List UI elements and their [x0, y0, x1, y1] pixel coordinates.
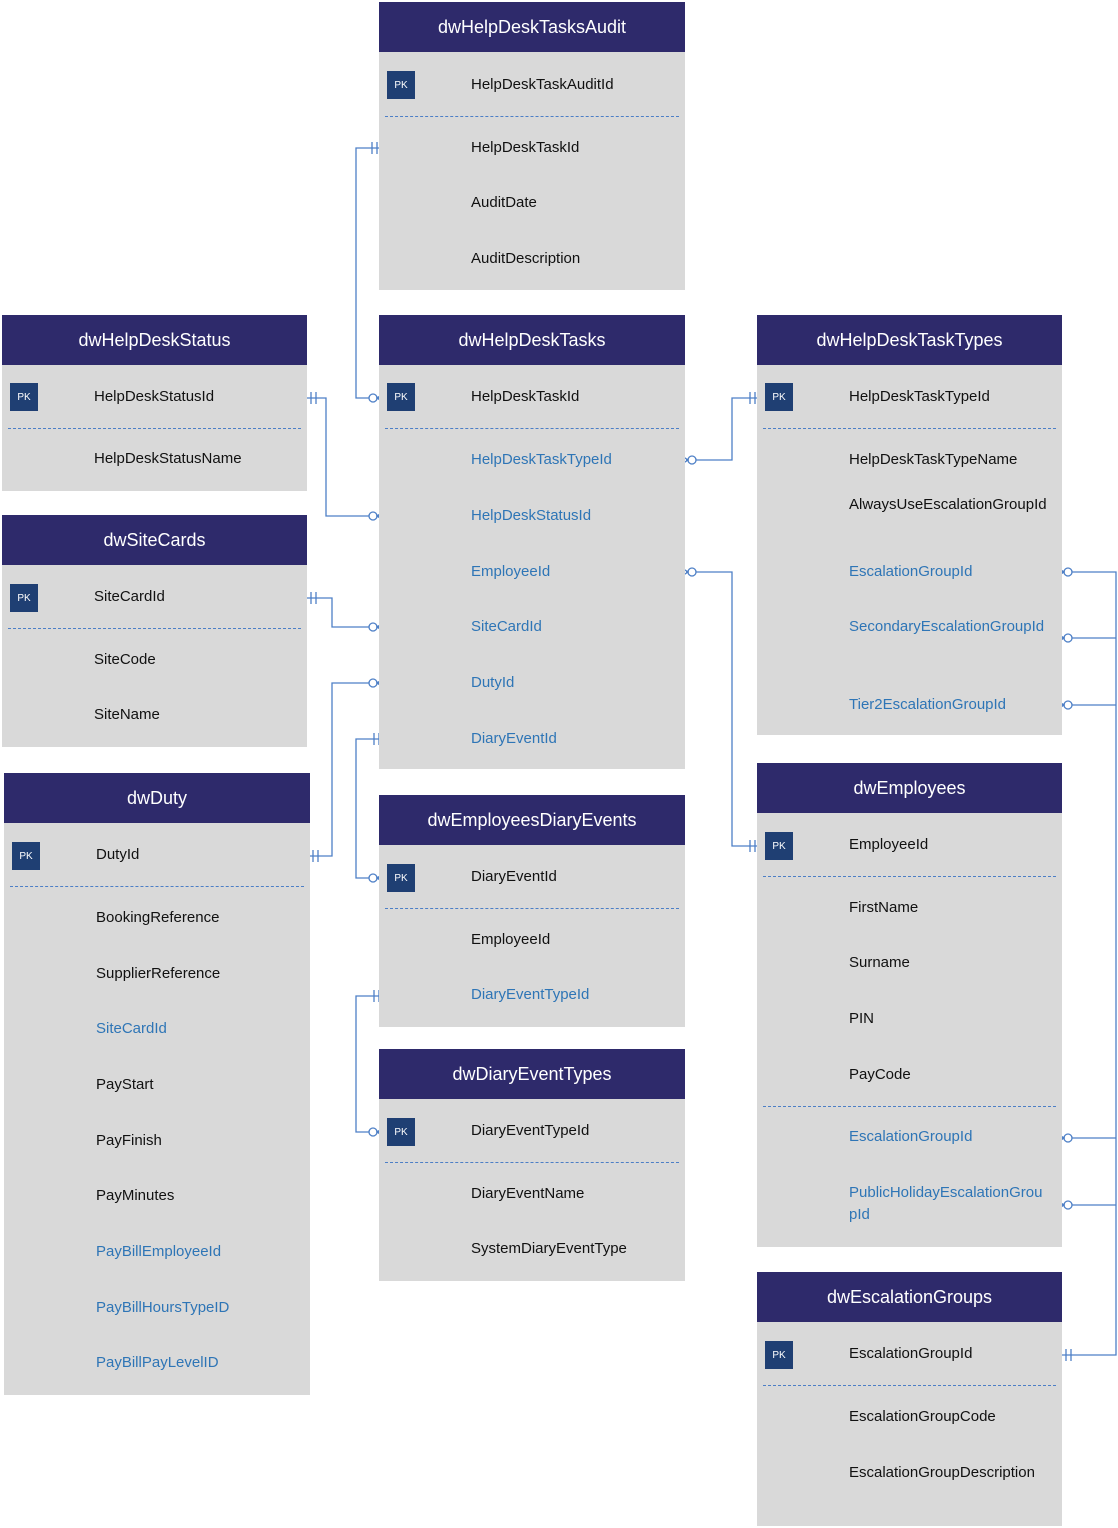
field-pay-finish: PayFinish — [96, 1132, 162, 1149]
field-audit-date: AuditDate — [471, 194, 537, 211]
entity-helpdesk-tasks[interactable]: dwHelpDeskTasks PK HelpDeskTaskId HelpDe… — [379, 315, 685, 769]
pk-separator — [385, 116, 679, 117]
pk-badge: PK — [10, 584, 38, 612]
field-escalation-group-description: EscalationGroupDescription — [849, 1464, 1035, 1481]
link-tasks-types — [686, 397, 764, 461]
pk-separator — [385, 1162, 679, 1163]
entity-title: dwHelpDeskTaskTypes — [757, 315, 1062, 365]
pk-separator — [763, 876, 1056, 877]
link-sitecards-tasks — [300, 597, 382, 628]
field-diary-event-name: DiaryEventName — [471, 1185, 585, 1202]
entity-title: dwEmployeesDiaryEvents — [379, 795, 685, 845]
entity-title: dwEmployees — [757, 763, 1062, 813]
field-helpdesk-task-type-id: HelpDeskTaskTypeId — [471, 451, 612, 468]
field-always-use-escalation-group-id: AlwaysUseEscalationGroupId — [849, 496, 1047, 513]
link-duty-tasks — [302, 682, 382, 857]
field-helpdesk-task-id: HelpDeskTaskId — [471, 388, 580, 405]
field-helpdesk-task-type-id: HelpDeskTaskTypeId — [849, 388, 990, 405]
field-escalation-group-id: EscalationGroupId — [849, 563, 973, 580]
field-diary-event-id: DiaryEventId — [471, 730, 557, 747]
entity-title: dwEscalationGroups — [757, 1272, 1062, 1322]
field-first-name: FirstName — [849, 899, 919, 916]
entity-helpdesk-tasks-audit[interactable]: dwHelpDeskTasksAudit PK HelpDeskTaskAudi… — [379, 2, 685, 290]
field-diary-event-id: DiaryEventId — [471, 868, 557, 885]
pk-badge: PK — [12, 842, 40, 870]
field-booking-reference: BookingReference — [96, 909, 220, 926]
field-system-diary-event-type: SystemDiaryEventType — [471, 1240, 627, 1257]
field-pay-bill-pay-level-id: PayBillPayLevelID — [96, 1354, 219, 1371]
link-escalation-bus — [1056, 571, 1117, 1356]
field-pay-bill-employee-id: PayBillEmployeeId — [96, 1243, 222, 1260]
field-public-holiday-escalation-group-id: PublicHolidayEscalationGroupId — [849, 1184, 1043, 1223]
field-site-card-id: SiteCardId — [94, 588, 165, 605]
entity-duty[interactable]: dwDuty PK DutyId BookingReference Suppli… — [4, 773, 310, 1395]
field-secondary-escalation-group-id: SecondaryEscalationGroupId — [849, 618, 1045, 635]
field-supplier-reference: SupplierReference — [96, 965, 221, 982]
field-escalation-group-code: EscalationGroupCode — [849, 1408, 996, 1425]
entity-escalation-groups[interactable]: dwEscalationGroups PK EscalationGroupId … — [757, 1272, 1062, 1526]
field-site-code: SiteCode — [94, 651, 156, 668]
entity-employees-diary-events[interactable]: dwEmployeesDiaryEvents PK DiaryEventId E… — [379, 795, 685, 1027]
pk-separator — [8, 428, 301, 429]
field-diary-event-type-id: DiaryEventTypeId — [471, 986, 590, 1003]
pk-badge: PK — [387, 864, 415, 892]
field-site-name: SiteName — [94, 706, 160, 723]
field-audit-description: AuditDescription — [471, 250, 581, 267]
field-duty-id: DutyId — [471, 674, 515, 691]
field-pay-minutes: PayMinutes — [96, 1187, 175, 1204]
entity-title: dwHelpDeskStatus — [2, 315, 307, 365]
field-pay-start: PayStart — [96, 1076, 154, 1093]
pk-separator — [763, 428, 1056, 429]
field-employee-id: EmployeeId — [471, 563, 551, 580]
entity-title: dwHelpDeskTasksAudit — [379, 2, 685, 52]
entity-site-cards[interactable]: dwSiteCards PK SiteCardId SiteCode SiteN… — [2, 515, 307, 747]
field-tier2-escalation-group-id: Tier2EscalationGroupId — [849, 696, 1007, 713]
field-pay-code: PayCode — [849, 1066, 911, 1083]
pk-separator — [10, 886, 304, 887]
field-helpdesk-status-name: HelpDeskStatusName — [94, 450, 242, 467]
pk-badge: PK — [387, 1118, 415, 1146]
pk-badge: PK — [10, 383, 38, 411]
field-helpdesk-task-id: HelpDeskTaskId — [471, 139, 580, 156]
field-helpdesk-task-audit-id: HelpDeskTaskAuditId — [471, 76, 614, 93]
field-diary-event-type-id: DiaryEventTypeId — [471, 1122, 590, 1139]
pk-badge: PK — [387, 383, 415, 411]
entity-title: dwHelpDeskTasks — [379, 315, 685, 365]
entity-diary-event-types[interactable]: dwDiaryEventTypes PK DiaryEventTypeId Di… — [379, 1049, 685, 1281]
field-pin: PIN — [849, 1010, 875, 1027]
pk-separator — [385, 908, 679, 909]
field-escalation-group-id: EscalationGroupId — [849, 1128, 973, 1145]
field-surname: Surname — [849, 954, 910, 971]
field-helpdesk-status-id: HelpDeskStatusId — [94, 388, 215, 405]
field-site-card-id: SiteCardId — [471, 618, 542, 635]
field-separator — [763, 1106, 1056, 1107]
pk-badge: PK — [765, 383, 793, 411]
field-employee-id: EmployeeId — [471, 931, 551, 948]
pk-separator — [763, 1385, 1056, 1386]
entity-helpdesk-status[interactable]: dwHelpDeskStatus PK HelpDeskStatusId Hel… — [2, 315, 307, 491]
pk-separator — [385, 428, 679, 429]
pk-separator — [8, 628, 301, 629]
link-tasks-employees — [686, 571, 764, 847]
entity-title: dwDiaryEventTypes — [379, 1049, 685, 1099]
entity-employees[interactable]: dwEmployees PK EmployeeId FirstName Surn… — [757, 763, 1062, 1247]
field-helpdesk-task-type-name: HelpDeskTaskTypeName — [849, 451, 1018, 468]
field-escalation-group-id: EscalationGroupId — [849, 1345, 973, 1362]
pk-badge: PK — [765, 1341, 793, 1369]
pk-badge: PK — [765, 832, 793, 860]
field-pay-bill-hours-type-id: PayBillHoursTypeID — [96, 1299, 230, 1316]
entity-title: dwSiteCards — [2, 515, 307, 565]
field-employee-id: EmployeeId — [849, 836, 929, 853]
entity-helpdesk-task-types[interactable]: dwHelpDeskTaskTypes PK HelpDeskTaskTypeI… — [757, 315, 1062, 735]
pk-badge: PK — [387, 71, 415, 99]
entity-title: dwDuty — [4, 773, 310, 823]
link-status-tasks — [300, 397, 382, 517]
field-helpdesk-status-id: HelpDeskStatusId — [471, 507, 592, 524]
field-duty-id: DutyId — [96, 846, 140, 863]
field-site-card-id: SiteCardId — [96, 1020, 167, 1037]
